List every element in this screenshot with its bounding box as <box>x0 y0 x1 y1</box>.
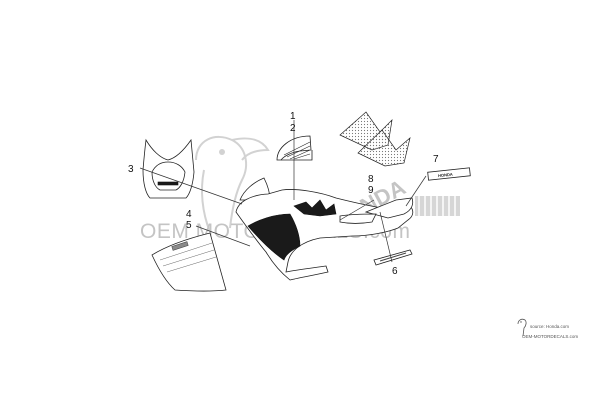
decal-stripe-6 <box>373 249 413 266</box>
callout-3: 3 <box>128 164 134 175</box>
footer-source-text: source: Honda.com <box>530 324 569 329</box>
decal-honda-side: HONDA <box>427 167 471 181</box>
callout-8: 8 <box>368 174 374 185</box>
decal-honda-text: HONDA <box>438 172 453 179</box>
callout-4: 4 <box>186 209 192 220</box>
callout-7: 7 <box>433 154 439 165</box>
decal-lower-fairing <box>151 232 227 292</box>
leader-lines <box>139 120 427 263</box>
callout-5: 5 <box>186 220 192 231</box>
motorcycle-fairing <box>235 177 414 281</box>
callouts: 1 2 3 4 5 6 7 8 9 <box>128 111 439 277</box>
callout-6: 6 <box>392 266 398 277</box>
decal-front-cowl <box>142 138 195 199</box>
upper-fairing-decal <box>339 111 411 167</box>
callout-1: 1 <box>290 111 296 122</box>
callout-9: 9 <box>368 185 374 196</box>
watermark-bird-icon <box>195 135 270 233</box>
source-footer: source: Honda.com OEM-MOTORDECALS.com <box>517 318 578 339</box>
footer-site-text: OEM-MOTORDECALS.com <box>522 334 578 339</box>
callout-2: 2 <box>290 123 296 134</box>
wing-emblem <box>276 135 313 161</box>
footer-bird-icon <box>517 318 527 337</box>
